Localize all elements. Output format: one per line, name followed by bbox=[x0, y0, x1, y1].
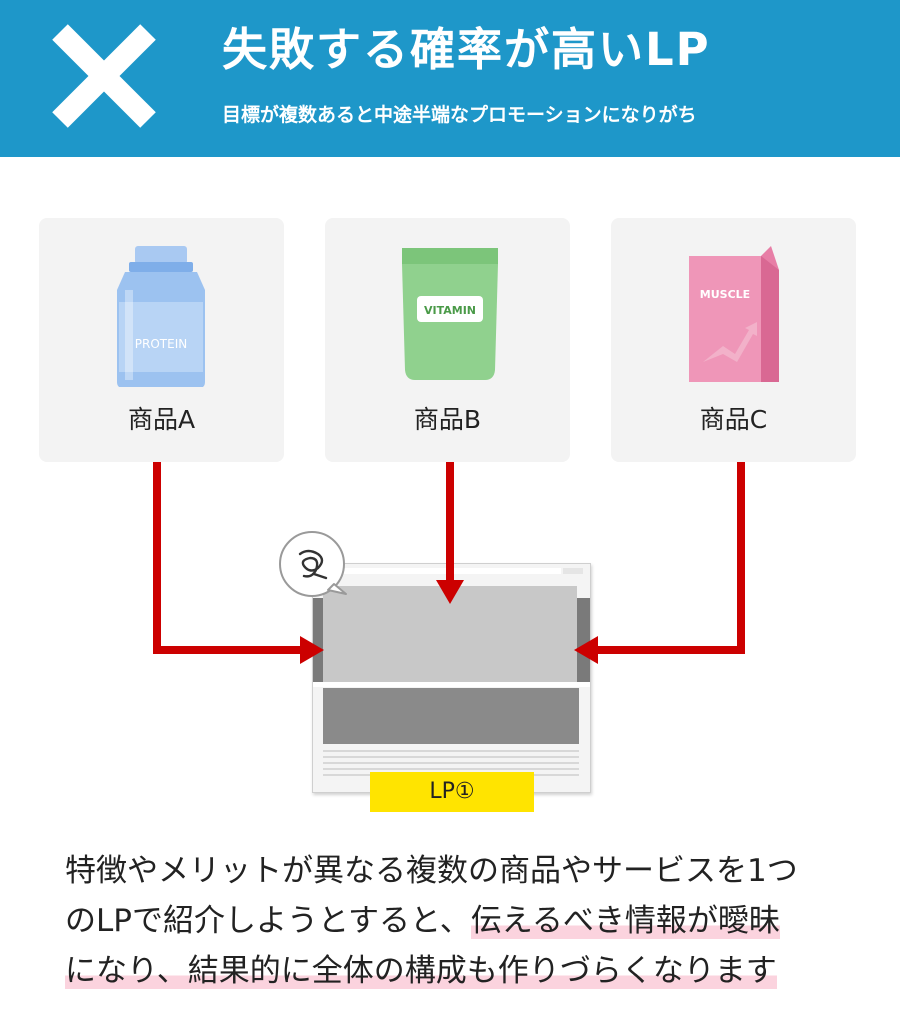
landing-page-mockup bbox=[312, 563, 591, 793]
text-line bbox=[323, 762, 579, 764]
arrow-c bbox=[594, 462, 745, 654]
product-card-b: VITAMIN 商品B bbox=[325, 218, 570, 462]
description-line-3: になり、結果的に全体の構成も作りづらくなります bbox=[65, 946, 865, 996]
confused-scribble-icon bbox=[279, 531, 347, 597]
svg-text:MUSCLE: MUSCLE bbox=[700, 288, 750, 301]
hero-section bbox=[323, 586, 577, 682]
muscle-carton-icon: MUSCLE bbox=[689, 246, 779, 382]
page-title: 失敗する確率が高いLP bbox=[222, 23, 711, 76]
text-line bbox=[323, 756, 579, 758]
browser-bar-tab bbox=[563, 568, 583, 574]
section-divider bbox=[313, 682, 590, 687]
description-line-2: のLPで紹介しようとすると、伝えるべき情報が曖昧 bbox=[65, 896, 865, 946]
svg-text:VITAMIN: VITAMIN bbox=[424, 304, 476, 317]
page-subtitle: 目標が複数あると中途半端なプロモーションになりがち bbox=[222, 104, 697, 126]
cross-mark-icon bbox=[52, 24, 156, 128]
description-line-2-plain: のLPで紹介しようとすると、 bbox=[65, 903, 471, 939]
browser-bar bbox=[321, 568, 561, 574]
product-card-c: MUSCLE 商品C bbox=[611, 218, 856, 462]
text-line bbox=[323, 750, 579, 752]
highlight-text: になり、結果的に全体の構成も作りづらくなります bbox=[65, 953, 777, 989]
description-text: 特徴やメリットが異なる複数の商品やサービスを1つ のLPで紹介しようとすると、伝… bbox=[65, 846, 865, 996]
product-label: 商品C bbox=[699, 405, 768, 434]
description-line-1: 特徴やメリットが異なる複数の商品やサービスを1つ bbox=[65, 853, 798, 889]
product-card-a: PROTEIN 商品A bbox=[39, 218, 284, 462]
lp-tag: LP① bbox=[370, 772, 534, 812]
text-line bbox=[323, 768, 579, 770]
protein-bottle-icon: PROTEIN bbox=[117, 246, 205, 387]
header-banner: 失敗する確率が高いLP 目標が複数あると中途半端なプロモーションになりがち bbox=[0, 0, 900, 157]
product-label: 商品A bbox=[127, 405, 196, 434]
product-label: 商品B bbox=[413, 405, 482, 434]
vitamin-pouch-icon: VITAMIN bbox=[402, 248, 498, 380]
svg-text:PROTEIN: PROTEIN bbox=[135, 337, 187, 351]
highlight-text: 伝えるべき情報が曖昧 bbox=[470, 903, 780, 939]
content-block bbox=[323, 688, 579, 744]
